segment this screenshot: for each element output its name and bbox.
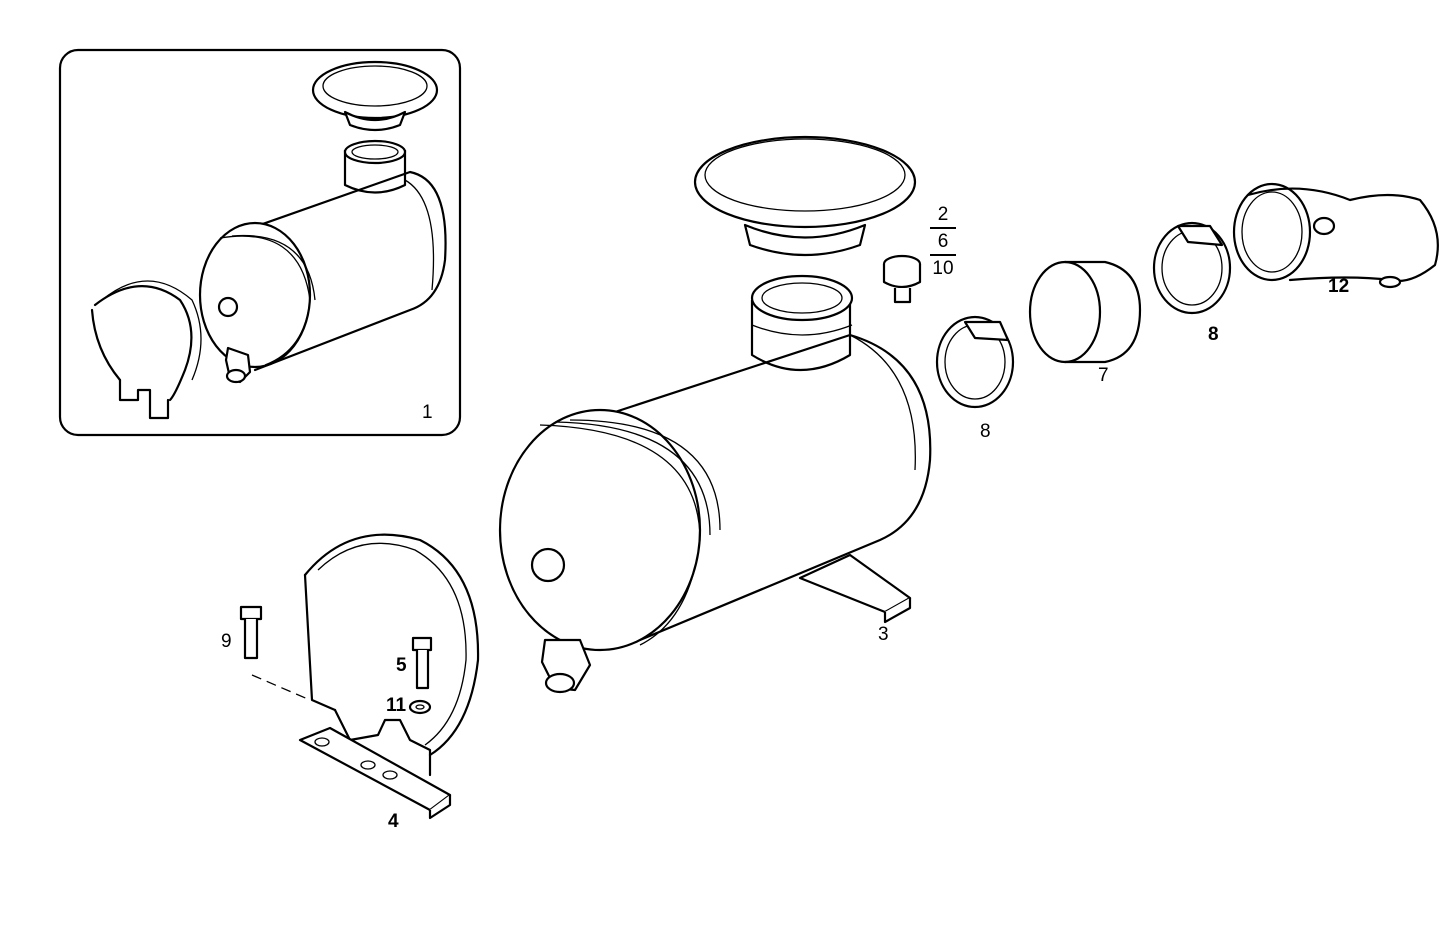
bolt-part-5 bbox=[411, 636, 433, 690]
label-part-8-right: 8 bbox=[1208, 324, 1219, 345]
inset-panel bbox=[58, 48, 462, 437]
label-part-12: 12 bbox=[1328, 276, 1350, 297]
bolt-part-9 bbox=[239, 605, 311, 701]
label-inset-1: 1 bbox=[422, 402, 433, 423]
hose-clamp-part-8-right bbox=[1152, 221, 1232, 315]
hose-clamp-part-8-left bbox=[935, 315, 1015, 409]
label-part-6: 6 bbox=[937, 231, 949, 252]
mounting-bracket-part-3 bbox=[798, 553, 912, 624]
mounting-strap-part-4 bbox=[298, 533, 480, 820]
hose-sleeve-part-7 bbox=[1028, 260, 1142, 364]
label-part-8-left: 8 bbox=[980, 421, 991, 442]
label-part-11: 11 bbox=[386, 695, 407, 716]
elbow-hose-part-12 bbox=[1232, 182, 1439, 289]
fraction-divider bbox=[930, 227, 956, 229]
main-air-filter-housing bbox=[498, 135, 932, 694]
label-part-10: 10 bbox=[932, 258, 954, 279]
fraction-divider bbox=[930, 254, 956, 256]
label-part-5: 5 bbox=[396, 655, 407, 676]
washer-part-11 bbox=[408, 699, 432, 715]
inset-air-filter-assembly bbox=[90, 60, 447, 420]
label-part-3: 3 bbox=[878, 624, 889, 645]
label-part-9: 9 bbox=[221, 631, 232, 652]
indicator-plug-part-2-6-10 bbox=[882, 254, 922, 304]
label-part-2: 2 bbox=[937, 204, 949, 225]
label-part-2-6-10: 2 6 10 bbox=[928, 205, 958, 278]
label-part-4: 4 bbox=[388, 811, 399, 832]
label-part-7: 7 bbox=[1098, 365, 1109, 386]
